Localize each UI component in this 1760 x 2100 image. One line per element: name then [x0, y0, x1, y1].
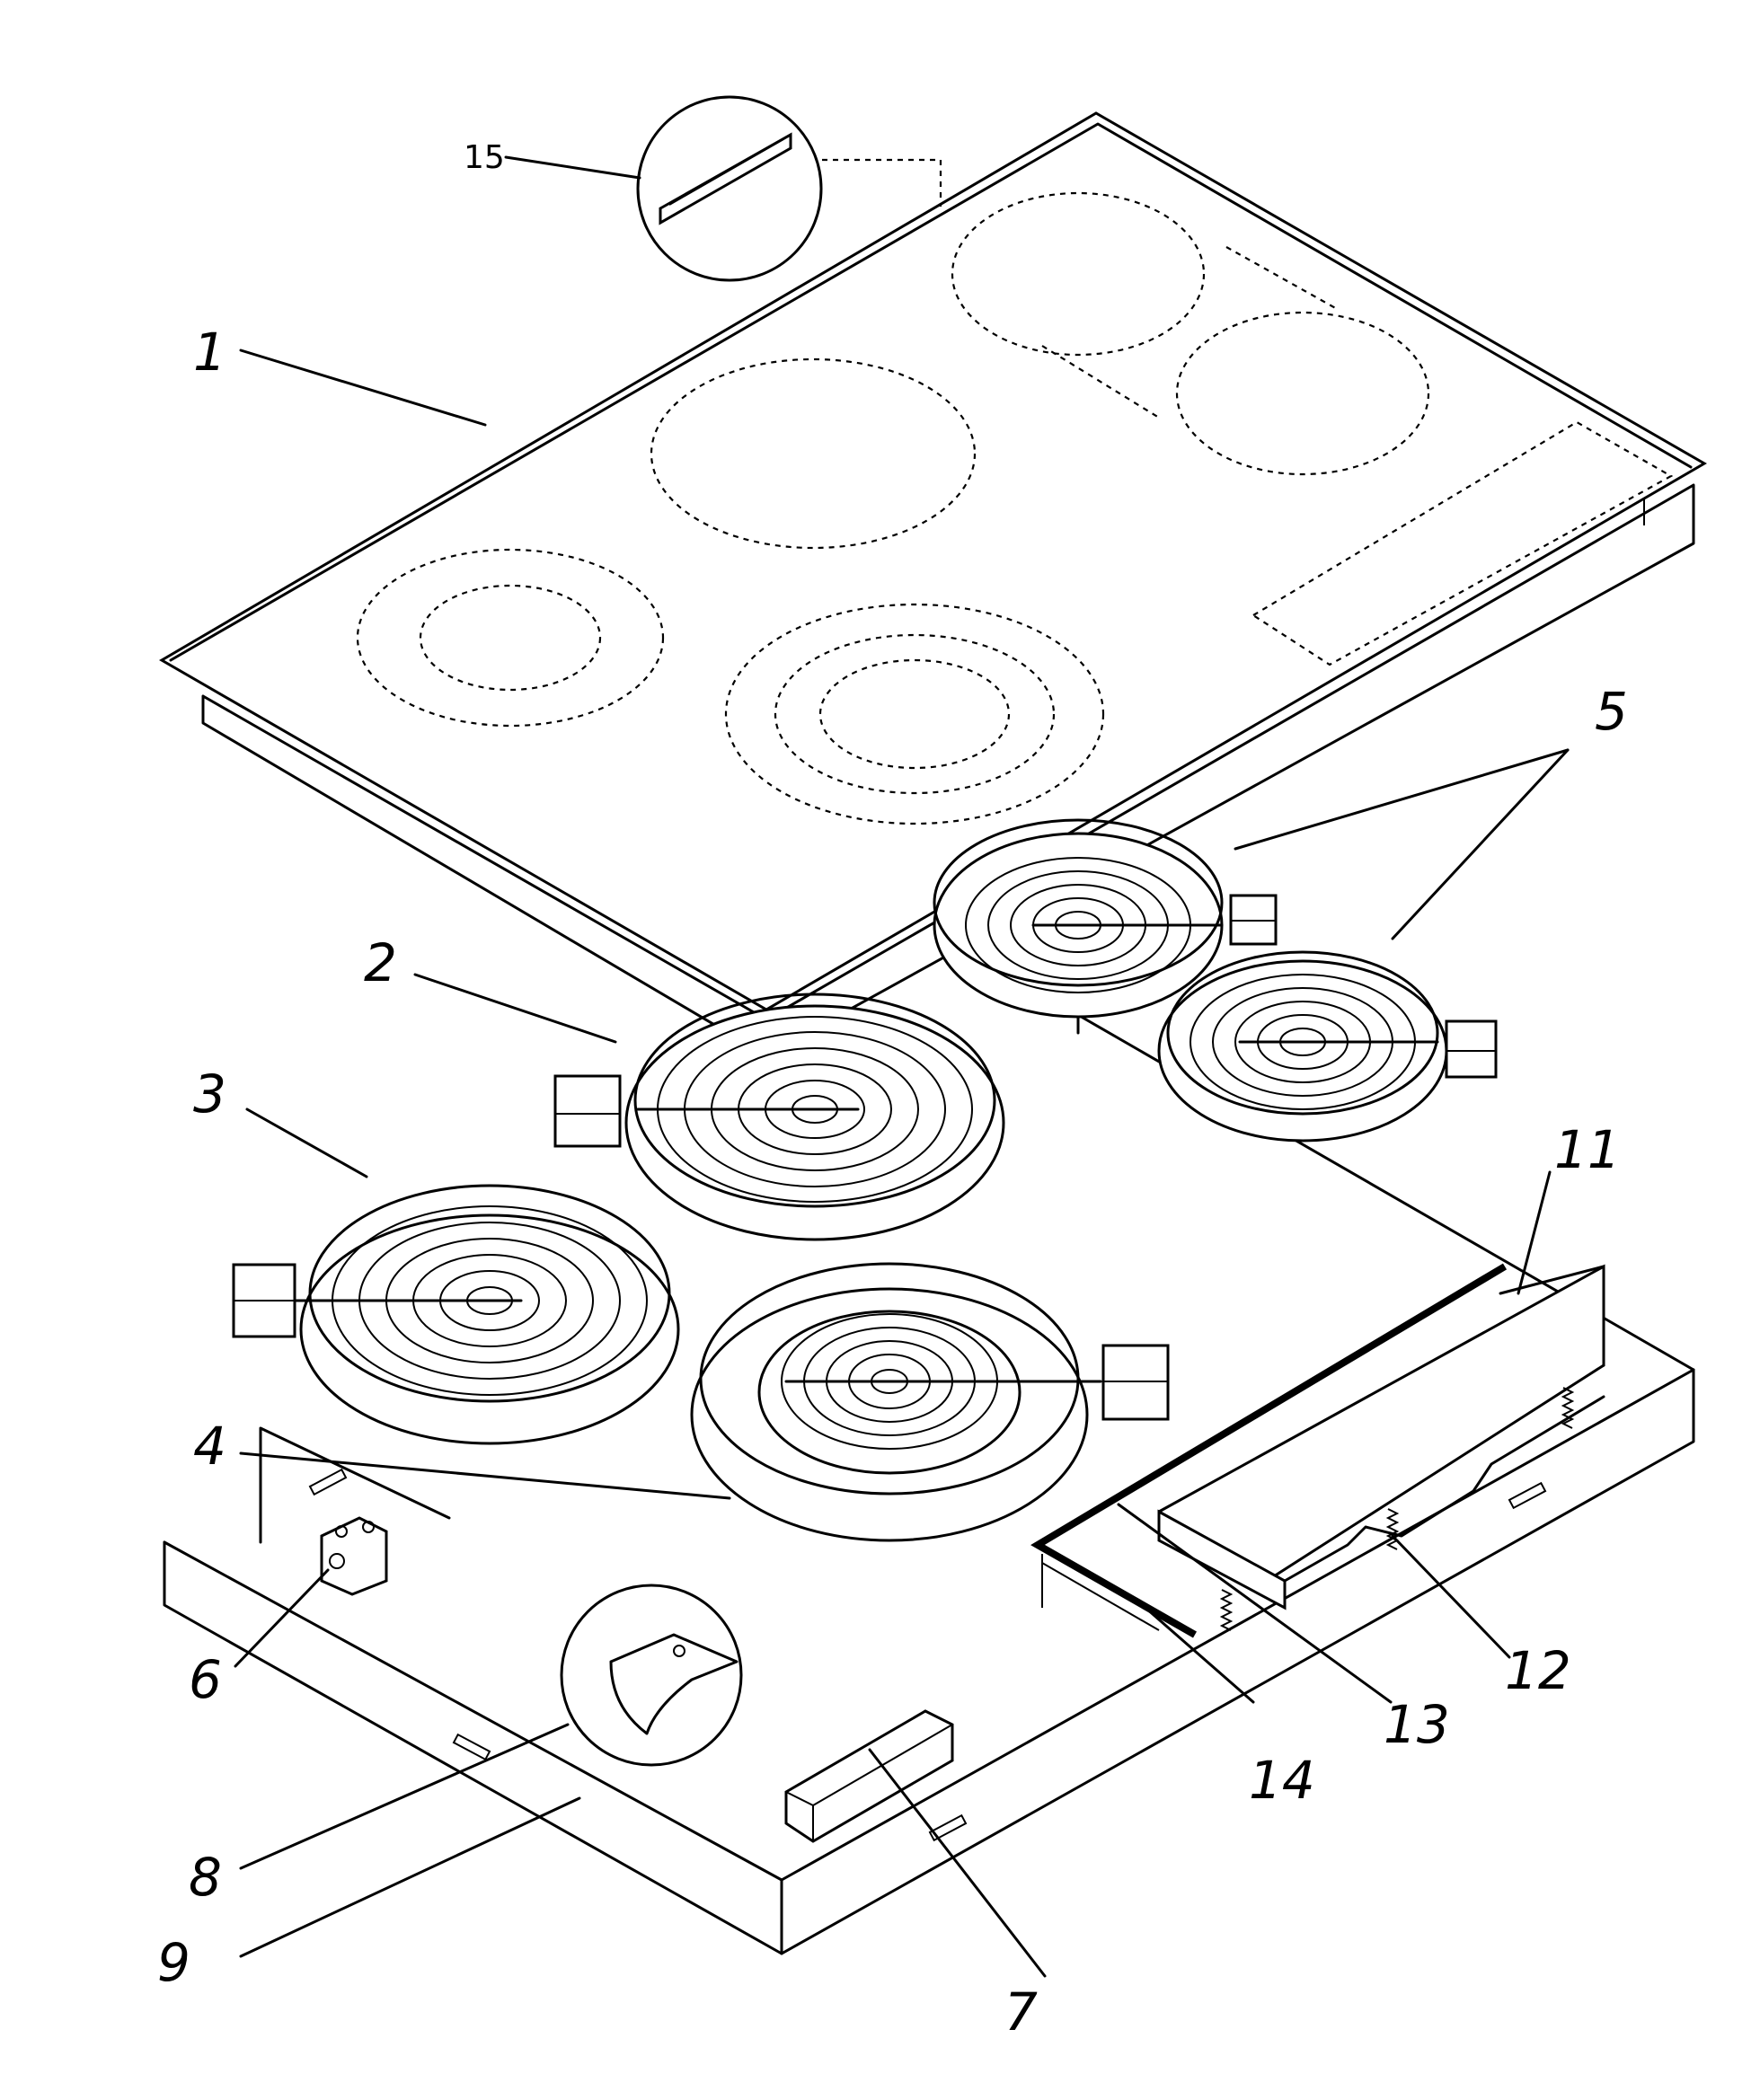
callout-5: 5 — [1595, 681, 1628, 742]
heating-element-large-center — [553, 993, 1005, 1241]
callout-1: 1 — [193, 322, 226, 383]
zone-center-dashed — [650, 357, 977, 550]
support-bracket-7 — [784, 1709, 954, 1843]
zone-back-right-dashed — [951, 191, 1206, 357]
zone-front-inner-dashed — [818, 658, 1011, 770]
zone-left-inner-dashed — [419, 584, 602, 692]
gasket-strip — [1030, 1263, 1508, 1638]
control-module — [1157, 1264, 1605, 1610]
callout-13: 13 — [1384, 1694, 1450, 1755]
callout-14: 14 — [1249, 1750, 1315, 1811]
leader-lines — [234, 155, 1570, 1978]
callout-11: 11 — [1554, 1119, 1621, 1180]
zone-front-outer-dashed — [724, 603, 1105, 825]
callout-15: 15 — [464, 139, 505, 176]
zone-mid-right-dashed — [1175, 311, 1430, 476]
callout-6: 6 — [189, 1649, 222, 1710]
callout-7: 7 — [1004, 1981, 1038, 2043]
springs — [1219, 1387, 1575, 1631]
heating-element-left — [232, 1184, 680, 1445]
callout-3: 3 — [193, 1063, 226, 1125]
heating-element-back-right — [933, 818, 1278, 1019]
heating-element-right — [1157, 950, 1498, 1143]
callout-8: 8 — [189, 1847, 222, 1908]
callout-labels: 15 1 2 3 4 5 6 7 8 9 11 12 13 14 — [157, 139, 1628, 2043]
zone-front-mid-dashed — [774, 633, 1056, 795]
callout-12: 12 — [1505, 1640, 1571, 1701]
callout-4: 4 — [193, 1416, 226, 1477]
terminal-block-6 — [320, 1516, 388, 1596]
zone-left-outer-dashed — [356, 548, 665, 728]
detail-8-clip — [560, 1584, 743, 1767]
callout-2: 2 — [364, 932, 397, 993]
glass-cooktop — [159, 111, 1707, 1057]
heating-element-dual-front — [690, 1262, 1170, 1542]
callout-9: 9 — [157, 1932, 190, 1993]
detail-15-edge-strip — [636, 95, 942, 282]
